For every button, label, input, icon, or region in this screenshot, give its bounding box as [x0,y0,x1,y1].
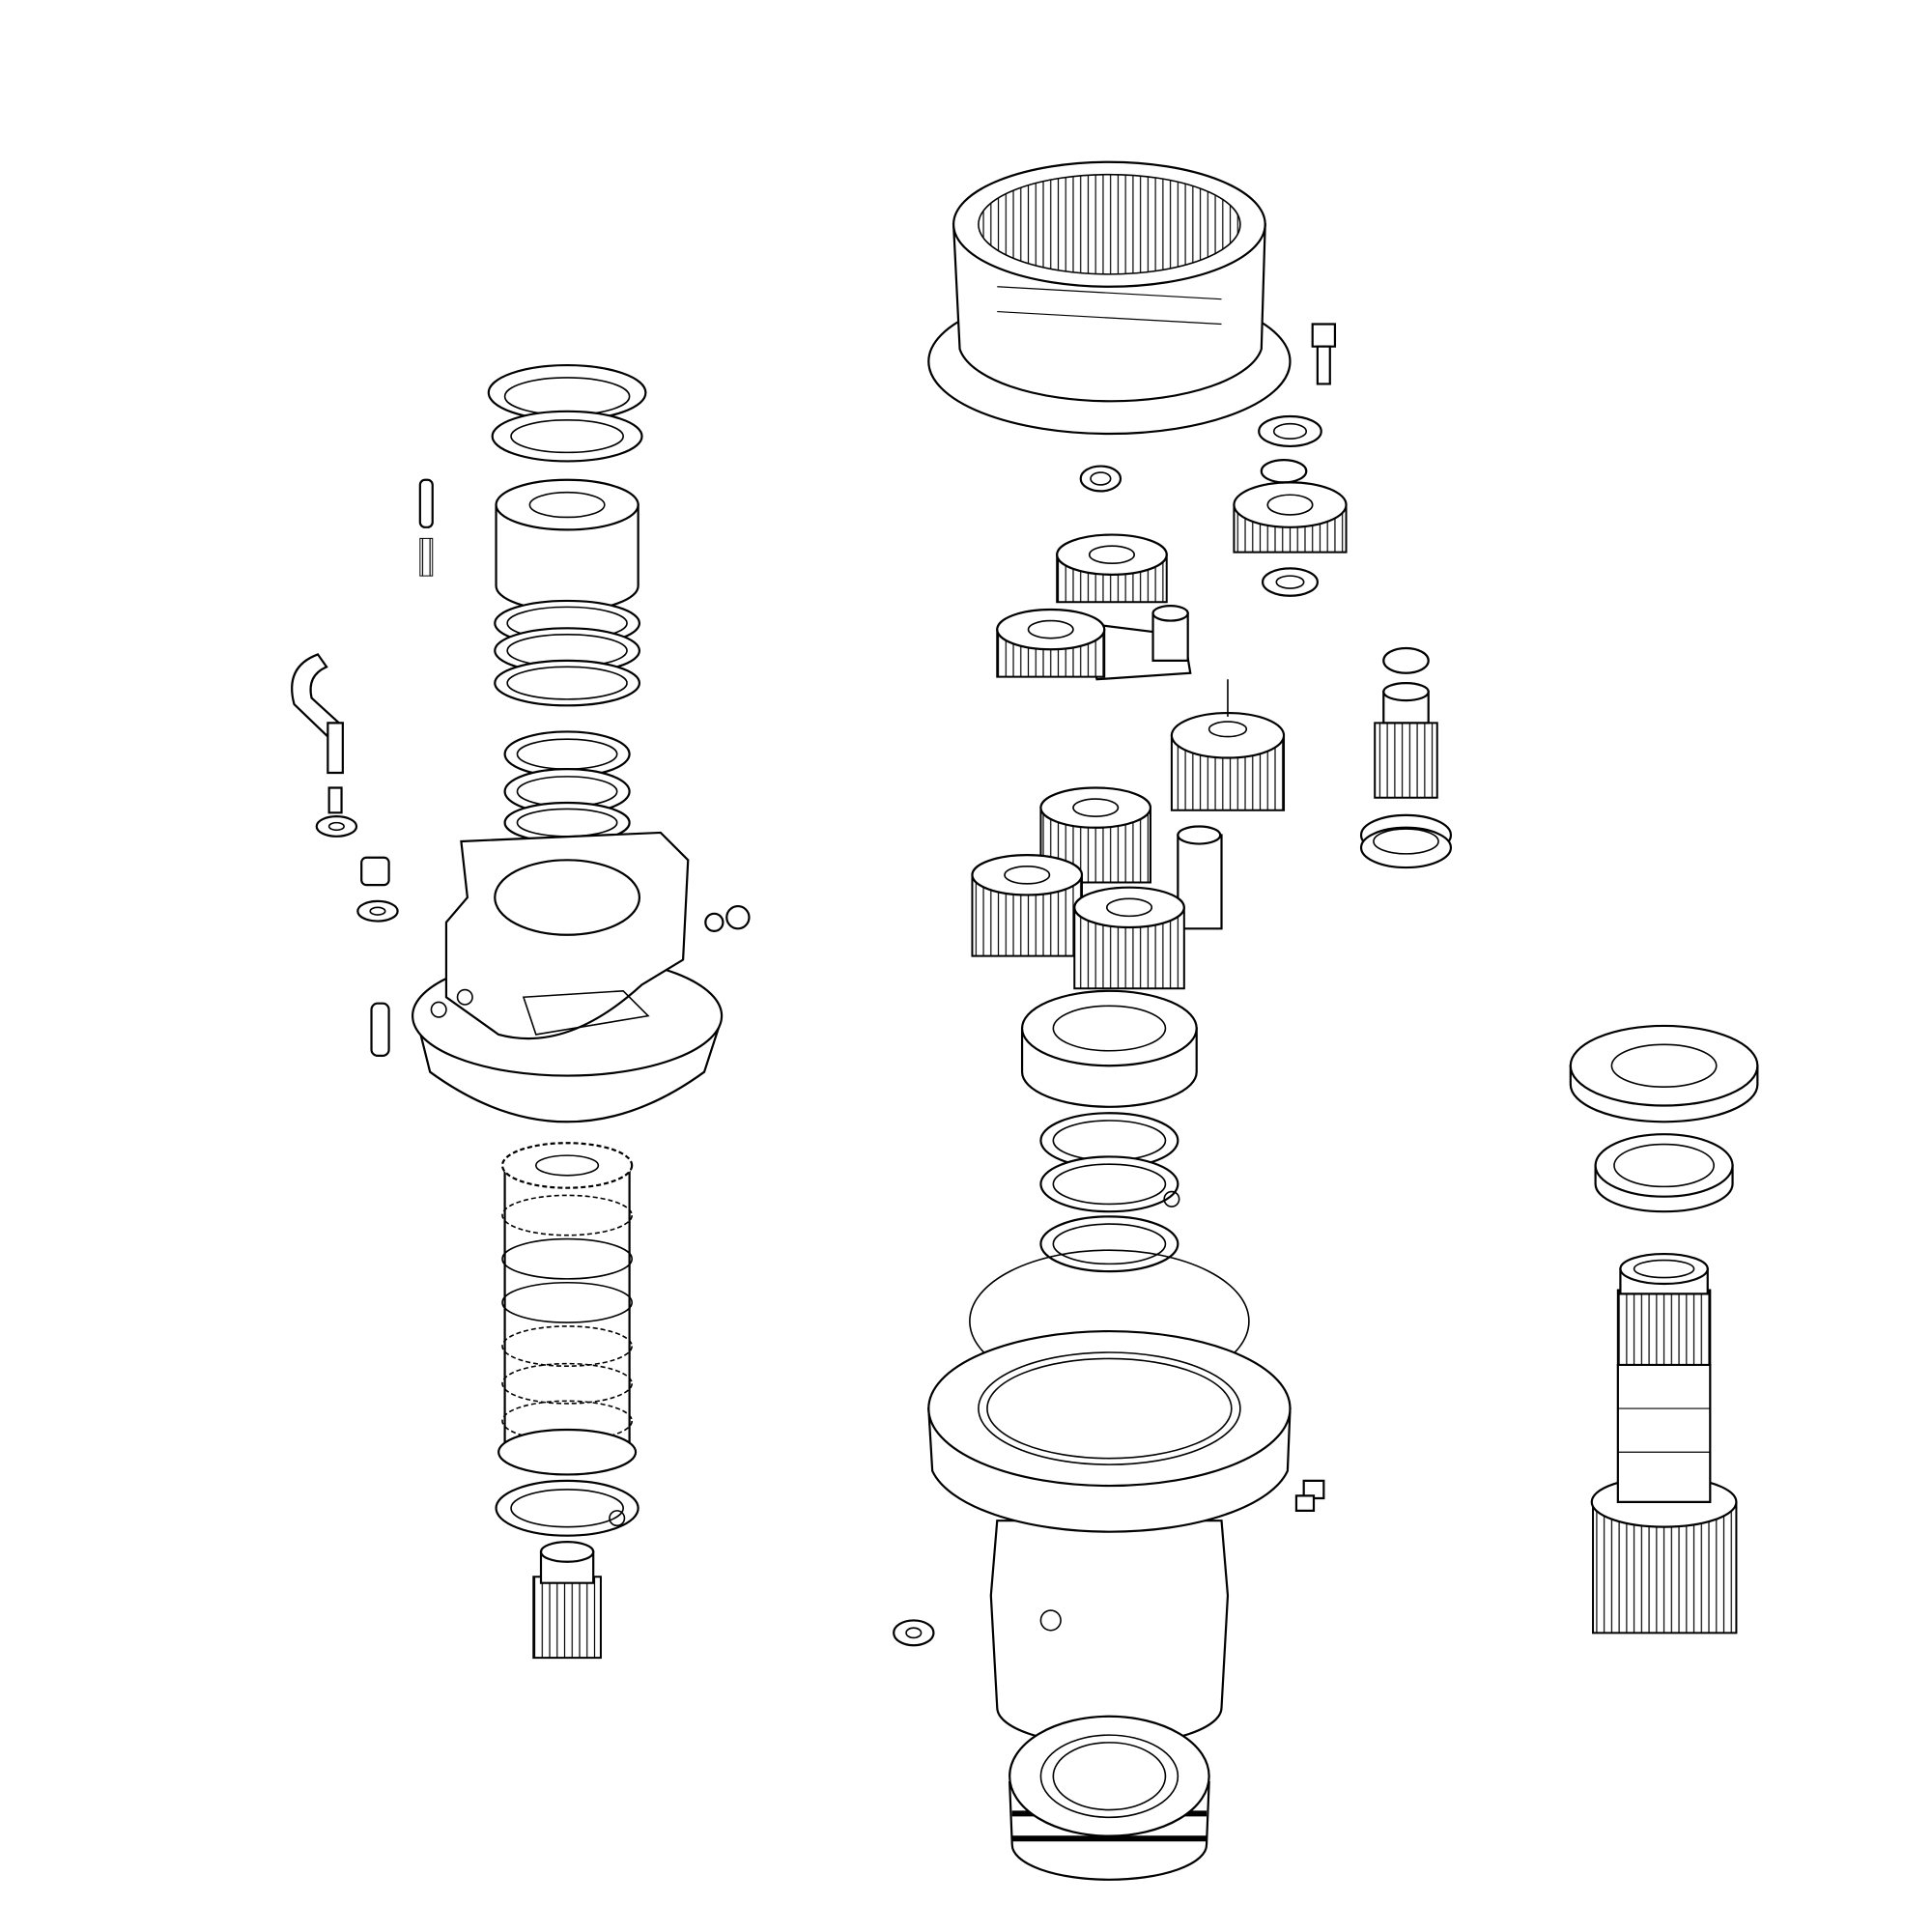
sun-gear [1172,679,1284,810]
left-gear-disc-stack [498,1143,636,1474]
ball-bearing [1022,991,1197,1107]
left-ring-stack-upper [495,601,639,705]
hex-nuts [705,906,749,931]
plug-with-washer [357,858,397,922]
grease-nipple [894,1620,933,1645]
sun-shaft-right [1361,648,1451,867]
ring-gear-housing [928,162,1290,434]
spacer-ring [1596,1134,1733,1211]
planet-gears-second-stage [972,787,1221,988]
thrust-washers [1081,416,1321,596]
planet-carrier-first-stage [997,535,1190,680]
left-pinion-shaft [533,1542,601,1658]
dowel-pin [372,1004,389,1056]
left-motor-housing [412,833,722,1122]
thrust-washer-large [1571,1026,1758,1122]
planet-gear-upper-right [1234,482,1346,552]
roller-bearing [1009,1717,1208,1880]
left-ring-stack-lower [505,731,630,842]
output-pinion-shaft [1592,1254,1737,1633]
center-ring-stack [1040,1113,1179,1271]
hex-bolt-side [1296,1481,1323,1511]
eye-bolt [292,654,356,836]
left-snap-ring-top [489,365,646,461]
left-snap-ring-bottom [497,1481,639,1536]
left-bearing-cylinder [497,480,639,611]
output-housing [928,1331,1290,1745]
spring-pins [420,480,433,576]
hex-bolt-top [1313,324,1335,384]
